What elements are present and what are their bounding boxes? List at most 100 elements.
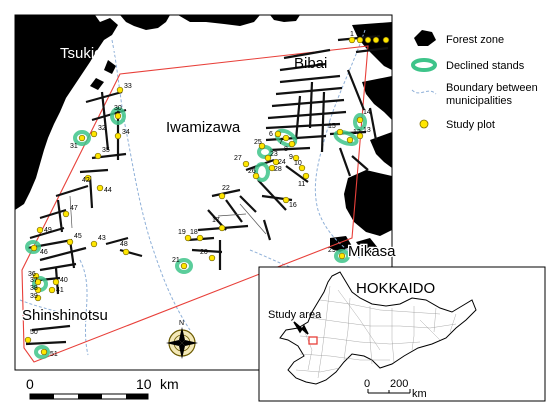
study-plot-50: 50 bbox=[24, 329, 38, 344]
north-arrow: N bbox=[166, 320, 198, 359]
study-plot-marker bbox=[356, 132, 364, 140]
study-plot-marker bbox=[196, 234, 204, 242]
study-plot-marker bbox=[346, 136, 354, 144]
study-plot-marker bbox=[282, 196, 290, 204]
legend-declined-label: Declined stands bbox=[446, 60, 525, 72]
study-plot-18: 18 bbox=[190, 229, 204, 242]
study-plot-38: 38 bbox=[30, 285, 42, 294]
study-plot-7: 7 bbox=[279, 134, 290, 146]
study-plot-2: 2 bbox=[356, 31, 364, 44]
study-plot-label: 50 bbox=[30, 329, 38, 336]
study-plot-marker bbox=[184, 234, 192, 242]
study-plot-12: 12 bbox=[346, 129, 361, 144]
study-plot-marker bbox=[288, 140, 296, 148]
study-plot-44: 44 bbox=[96, 184, 112, 194]
study-plot-40: 40 bbox=[52, 277, 68, 286]
study-plot-marker bbox=[62, 210, 70, 218]
legend-boundary-label-2: municipalities bbox=[446, 95, 513, 107]
study-plot-45: 45 bbox=[66, 233, 82, 246]
study-plot-label: 17 bbox=[212, 217, 220, 224]
study-plot-label: 9 bbox=[289, 154, 293, 161]
study-plot-label: 15 bbox=[328, 123, 336, 130]
study-plot-marker bbox=[180, 262, 188, 270]
study-plot-marker bbox=[24, 336, 32, 344]
study-plot-marker bbox=[264, 154, 272, 162]
north-label: N bbox=[179, 320, 184, 327]
study-plot-label: 21 bbox=[172, 257, 180, 264]
study-plot-marker bbox=[30, 244, 38, 252]
study-plot-label: 51 bbox=[50, 351, 58, 358]
study-plot-label: 13 bbox=[363, 127, 371, 134]
study-plot-marker bbox=[66, 238, 74, 246]
study-plot-35: 35 bbox=[94, 147, 110, 160]
study-plot-42: 42 bbox=[82, 174, 92, 184]
study-plot-label: 6 bbox=[269, 131, 273, 138]
study-plot-label: 41 bbox=[56, 287, 64, 294]
study-plot-label: 35 bbox=[102, 147, 110, 154]
study-plot-17: 17 bbox=[212, 217, 226, 232]
study-plot-19: 19 bbox=[178, 229, 192, 242]
study-plot-21: 21 bbox=[172, 257, 188, 270]
study-plot-marker bbox=[338, 252, 346, 260]
study-plot-label: 10 bbox=[294, 160, 302, 167]
study-plot-marker bbox=[258, 142, 266, 150]
study-plot-marker bbox=[36, 226, 44, 234]
place-iwamizawa: Iwamizawa bbox=[166, 119, 241, 136]
study-plot-label: 25 bbox=[254, 139, 262, 146]
study-plot-marker bbox=[218, 224, 226, 232]
scale-zero: 0 bbox=[26, 376, 34, 392]
study-plot-marker bbox=[372, 36, 380, 44]
study-plot-label: 49 bbox=[44, 227, 52, 234]
study-plot-26: 26 bbox=[248, 168, 260, 180]
study-plot-51: 51 bbox=[40, 348, 58, 358]
study-plot-11: 11 bbox=[298, 172, 310, 188]
study-plot-13: 13 bbox=[356, 127, 371, 140]
scale-unit: km bbox=[160, 376, 179, 392]
place-tsukigata: Tsukigata bbox=[60, 45, 124, 62]
study-plot-label: 8 bbox=[284, 146, 288, 153]
study-plot-label: 20 bbox=[200, 249, 208, 256]
study-plot-marker bbox=[122, 248, 130, 256]
study-plot-marker bbox=[34, 278, 42, 286]
study-plot-label: 42 bbox=[82, 177, 90, 184]
study-plot-label: 5 bbox=[384, 31, 388, 38]
study-plot-label: 47 bbox=[70, 205, 78, 212]
study-plot-47: 47 bbox=[62, 205, 78, 218]
inset-scale-zero: 0 bbox=[364, 378, 370, 390]
study-plot-29: 29 bbox=[328, 247, 346, 260]
legend-declined-symbol bbox=[411, 58, 437, 72]
study-plot-label: 11 bbox=[298, 181, 305, 188]
inset-arrow bbox=[293, 321, 309, 335]
study-plot-marker bbox=[272, 158, 280, 166]
study-plot-marker bbox=[274, 130, 282, 138]
study-plot-marker bbox=[348, 36, 356, 44]
study-area-boundary bbox=[21, 45, 369, 363]
forest-zone bbox=[15, 15, 392, 256]
study-plot-36: 36 bbox=[28, 271, 40, 280]
legend-forest-label: Forest zone bbox=[446, 34, 504, 46]
study-plot-label: 36 bbox=[28, 271, 36, 278]
study-plot-15: 15 bbox=[328, 123, 344, 136]
legend-forest-symbol bbox=[414, 30, 436, 46]
study-plot-30: 30 bbox=[114, 105, 122, 120]
study-plot-label: 28 bbox=[274, 166, 282, 173]
study-plot-marker bbox=[298, 164, 306, 172]
hokkaido-inset: HOKKAIDO Study area 0 200 km bbox=[258, 266, 546, 402]
place-shinshinotsu: Shinshinotsu bbox=[22, 307, 108, 324]
place-bibai: Bibai bbox=[294, 55, 327, 72]
study-plot-label: 34 bbox=[122, 129, 130, 136]
study-plot-34: 34 bbox=[114, 129, 130, 140]
legend-boundary-symbol bbox=[411, 89, 437, 95]
study-plot-marker bbox=[48, 286, 56, 294]
study-plot-marker bbox=[218, 192, 226, 200]
scale-bar: 0 10 km bbox=[26, 376, 179, 400]
study-plot-9: 9 bbox=[289, 154, 300, 162]
study-plot-label: 14 bbox=[363, 109, 371, 116]
study-plot-label: 1 bbox=[350, 31, 354, 38]
study-plot-46: 46 bbox=[30, 244, 48, 256]
study-plot-label: 4 bbox=[374, 31, 378, 38]
study-plot-label: 27 bbox=[234, 155, 242, 162]
study-plot-41: 41 bbox=[48, 286, 64, 294]
study-plot-32: 32 bbox=[90, 125, 106, 138]
